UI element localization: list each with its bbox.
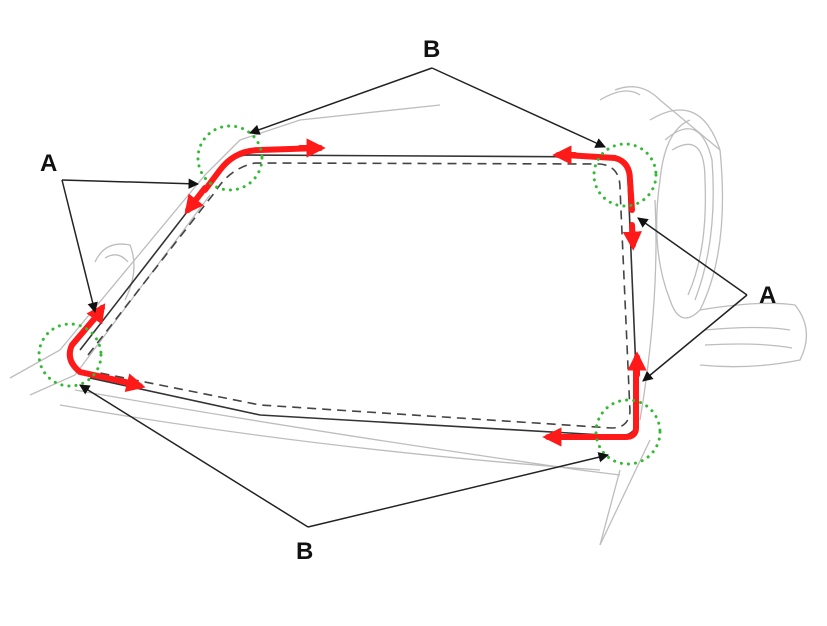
callout-a-left-bottom <box>61 179 98 314</box>
callout-lines <box>61 67 748 528</box>
label-b-top: B <box>423 36 441 63</box>
corner-circle-bottom-right <box>594 398 662 466</box>
corner-circle-bottom-left <box>37 322 103 388</box>
corner-circles <box>37 124 662 466</box>
callout-a-right-bottom <box>642 294 748 382</box>
callout-a-left-top <box>61 178 200 189</box>
corner-circle-top-left <box>196 124 264 192</box>
label-b-bottom: B <box>296 538 314 565</box>
callout-a-right-top <box>637 217 748 296</box>
red-bead-segments <box>66 138 647 447</box>
label-a-right: A <box>759 282 777 309</box>
corner-circle-top-right <box>592 142 658 208</box>
window-outline-solid <box>79 154 639 437</box>
callout-b-bottom-left <box>79 384 309 528</box>
window-outline-dashed <box>87 162 631 429</box>
label-a-left: A <box>40 150 58 177</box>
callout-b-top-left <box>249 67 433 135</box>
callout-b-top-right <box>431 67 606 148</box>
callout-b-bottom-right <box>307 452 610 528</box>
